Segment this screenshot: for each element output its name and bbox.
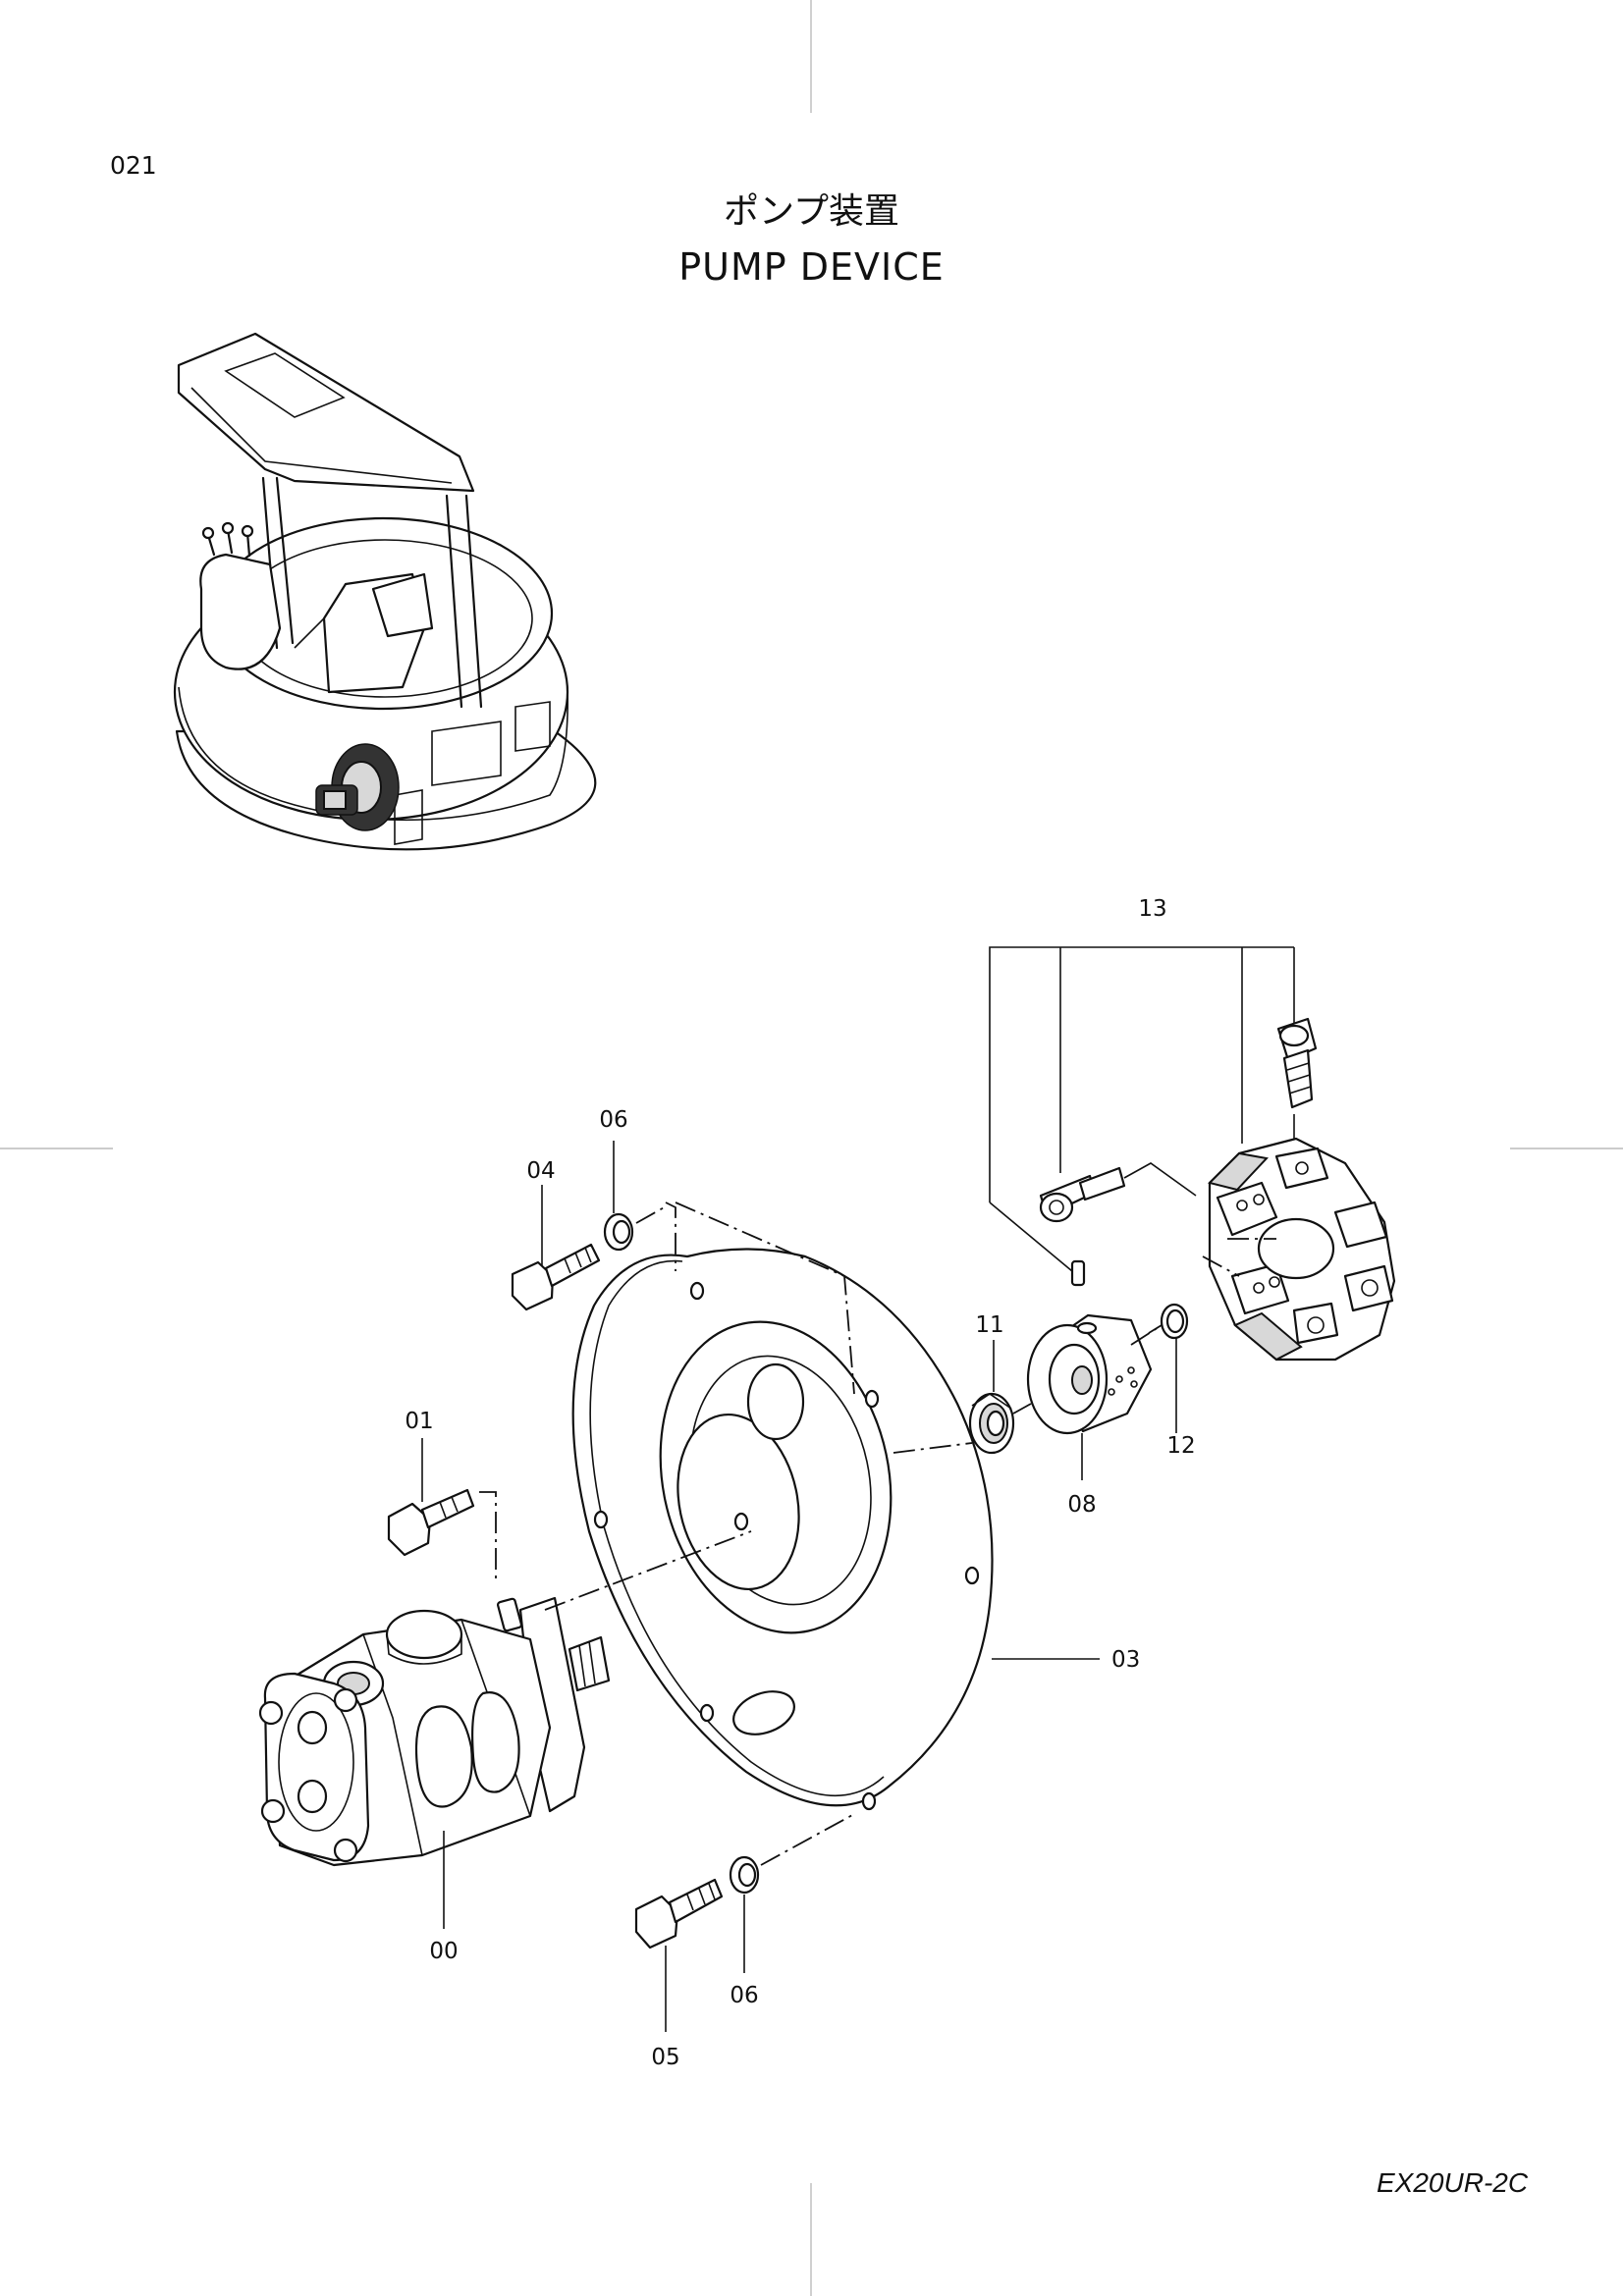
label-05: 05 (651, 2045, 679, 2070)
label-00: 00 (429, 1939, 458, 1964)
label-04: 04 (526, 1158, 555, 1184)
part-08-coupling-hub (1026, 1313, 1160, 1480)
label-08: 08 (1067, 1492, 1096, 1518)
title-english: PUMP DEVICE (678, 245, 945, 289)
label-12: 12 (1166, 1433, 1195, 1459)
label-13: 13 (1138, 896, 1166, 922)
part-03-housing-plate (571, 1201, 1100, 1811)
part-13-coupling-assembly (989, 946, 1396, 1362)
label-01: 01 (405, 1409, 433, 1434)
part-05-bolt (634, 1878, 724, 2032)
part-00-gear-pump (258, 1530, 752, 1929)
page-number: 021 (110, 151, 157, 180)
part-06-washer-lower (729, 1813, 855, 1973)
model-code: EX20UR-2C (1377, 2167, 1529, 2198)
label-03: 03 (1111, 1647, 1140, 1673)
title-japanese: ポンプ装置 (724, 191, 899, 232)
machine-overview-illustration (173, 332, 597, 851)
part-12-o-ring (1148, 1303, 1189, 1433)
label-06-upper: 06 (599, 1107, 627, 1133)
part-number-labels: 00 01 03 04 05 06 06 08 11 12 13 (405, 896, 1195, 2070)
label-06-lower: 06 (730, 1983, 758, 2008)
label-11: 11 (975, 1312, 1003, 1338)
part-01-bolt (387, 1438, 497, 1580)
part-04-bolt (511, 1185, 601, 1311)
part-06-washer-upper (603, 1141, 669, 1252)
